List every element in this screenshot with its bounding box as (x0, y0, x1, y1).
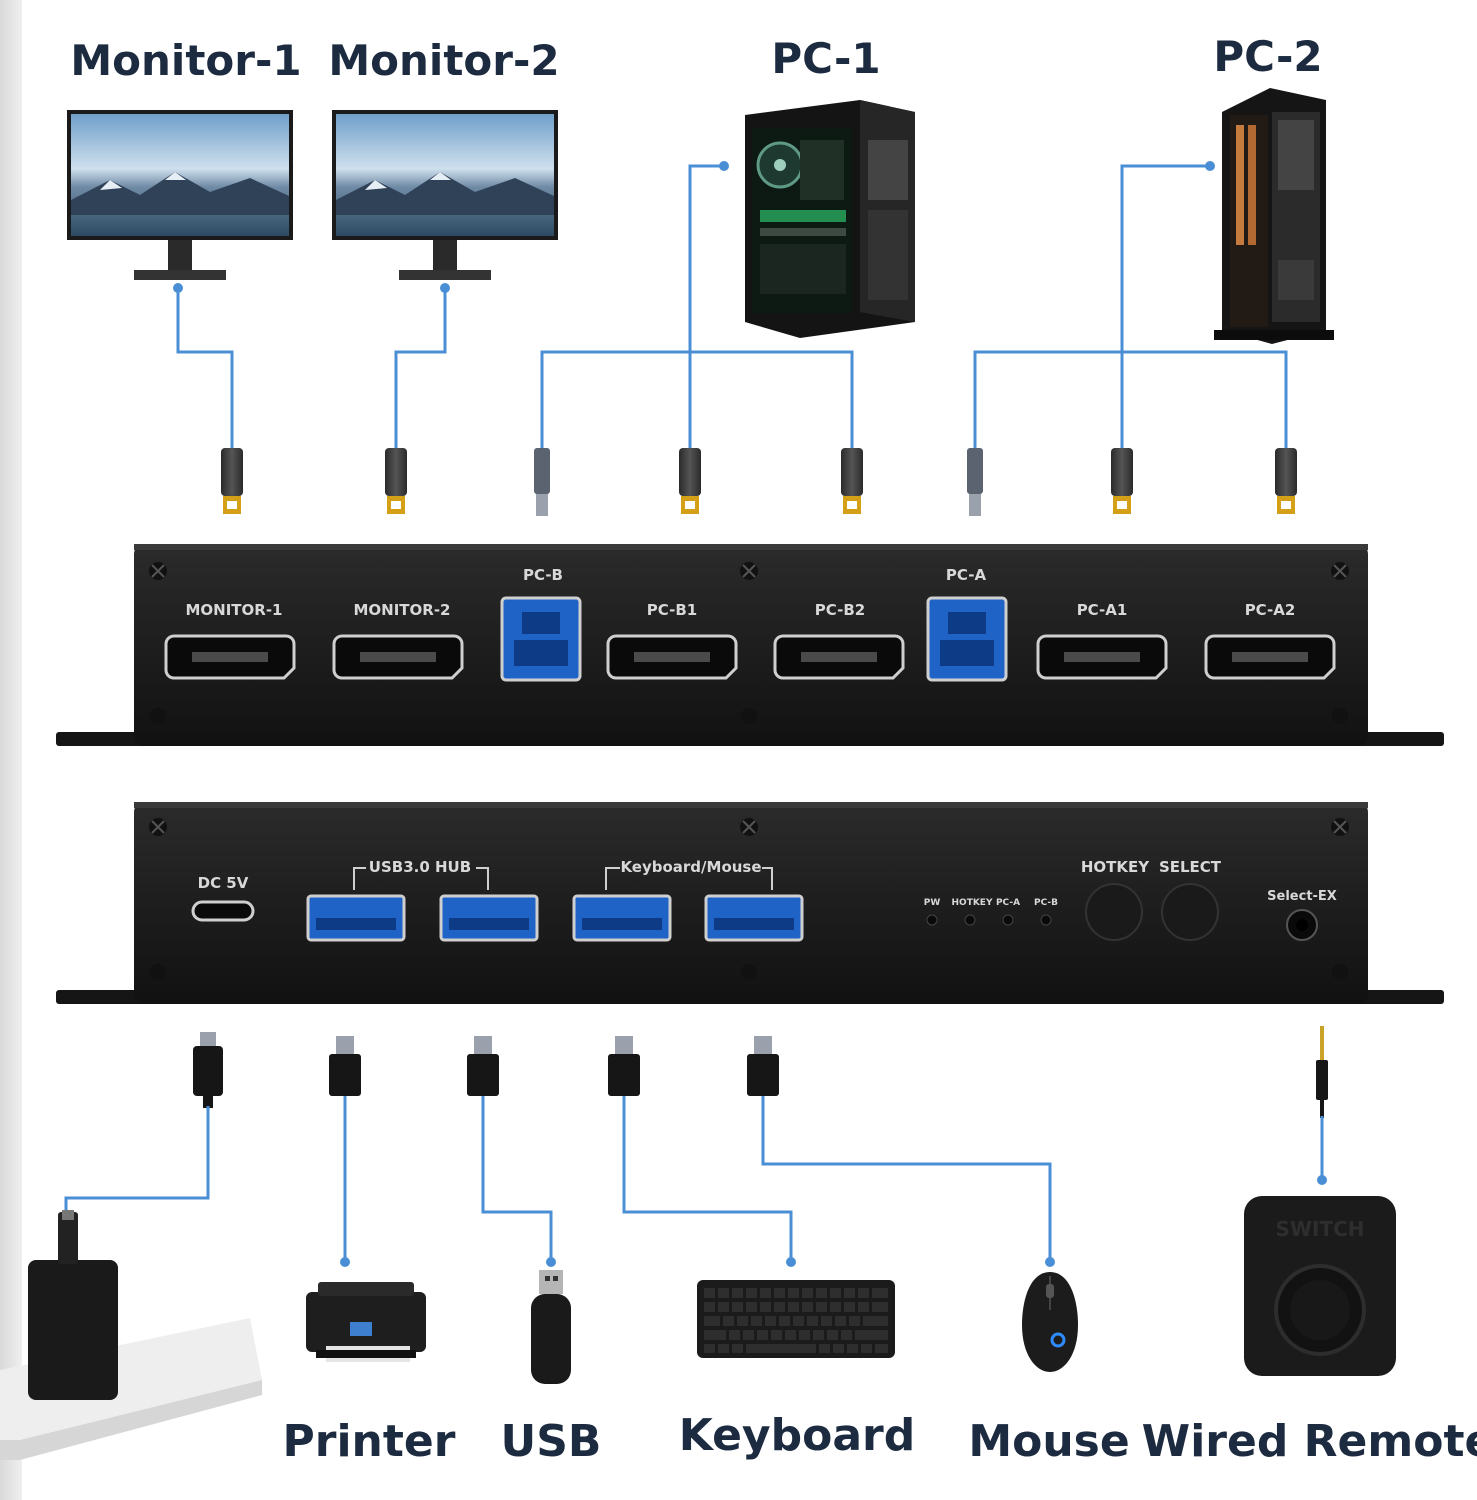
usb-label: USB (500, 1416, 602, 1467)
monitor-1-icon (67, 110, 293, 280)
kvm-front-panel: MONITOR-1 MONITOR-2 PC-B PC-B1 PC-B2 PC-… (56, 544, 1444, 746)
wired-remote-label: Wired Remote (1141, 1416, 1477, 1467)
pw-led-label: PW (924, 898, 941, 908)
monitor-1-port-label: MONITOR-1 (185, 601, 282, 619)
usb-stick-icon (531, 1270, 571, 1384)
top-plugs (221, 448, 1297, 516)
usb-hub-label: USB3.0 HUB (369, 858, 471, 876)
select-button-label: SELECT (1159, 858, 1222, 876)
mouse-label: Mouse (968, 1416, 1130, 1467)
power-adapter-icon (0, 1210, 262, 1460)
pc-b-usb-port-label: PC-B (523, 566, 563, 584)
keyboard-mouse-label: Keyboard/Mouse (620, 858, 761, 876)
pc-a2-port-label: PC-A2 (1245, 601, 1296, 619)
printer-icon (306, 1282, 426, 1362)
pc-b1-port-label: PC-B1 (647, 601, 697, 619)
monitor-2-label: Monitor-2 (328, 36, 560, 85)
pc-2-label: PC-2 (1213, 32, 1323, 81)
kvm-back-panel: DC 5V USB3.0 HUB Keyboard/Mouse PW HOTKE… (56, 802, 1444, 1004)
pc-a-usb-port-label: PC-A (946, 566, 987, 584)
bottom-cables (64, 1096, 1324, 1262)
pc-b2-port-label: PC-B2 (815, 601, 865, 619)
hotkey-led-label: HOTKEY (952, 898, 993, 908)
select-ex-label: Select-EX (1267, 889, 1337, 904)
pc-b-led-label: PC-B (1034, 898, 1058, 908)
keyboard-icon (697, 1280, 895, 1358)
top-cables (176, 164, 1288, 450)
dc-5v-label: DC 5V (198, 874, 249, 892)
remote-switch-text: SWITCH (1276, 1217, 1365, 1241)
mouse-icon (1022, 1272, 1078, 1372)
monitor-1-label: Monitor-1 (70, 36, 302, 85)
monitor-2-port-label: MONITOR-2 (353, 601, 450, 619)
pc-1-tower-icon (745, 100, 915, 338)
monitor-2-icon (332, 110, 558, 280)
pc-a-led-label: PC-A (996, 898, 1020, 908)
pc-2-tower-icon (1214, 88, 1334, 344)
printer-label: Printer (282, 1416, 456, 1467)
wired-remote-icon: SWITCH (1244, 1196, 1396, 1376)
keyboard-label: Keyboard (678, 1410, 916, 1461)
left-edge-shade (0, 0, 22, 1500)
bottom-plugs (193, 1026, 1328, 1118)
hotkey-button-label: HOTKEY (1081, 858, 1150, 876)
pc-a1-port-label: PC-A1 (1077, 601, 1128, 619)
pc-1-label: PC-1 (771, 34, 881, 83)
